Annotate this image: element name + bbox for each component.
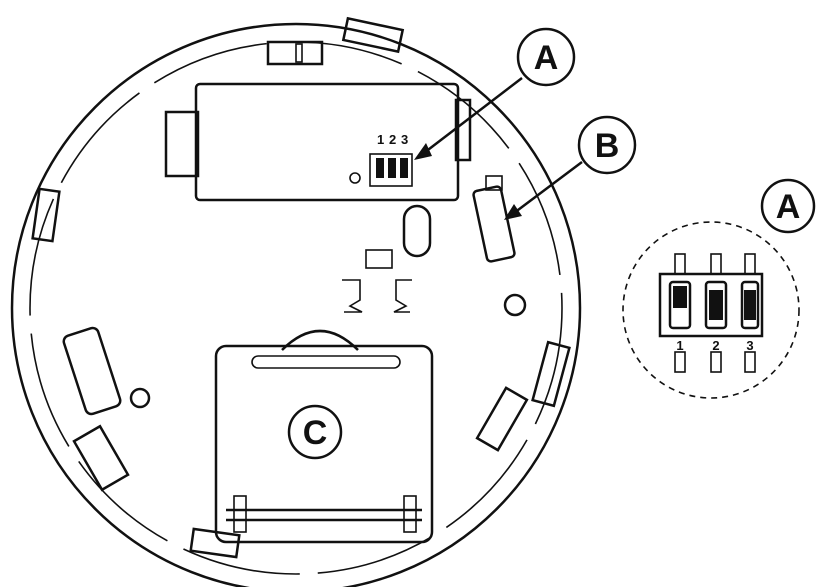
detail-switch-number-2: 2 xyxy=(712,338,719,353)
inner-parts xyxy=(62,204,527,416)
callout-b: B xyxy=(577,115,637,175)
callout-c-label: C xyxy=(303,414,328,452)
switch-number-3: 3 xyxy=(401,132,408,147)
dip-switch-detail: 1 2 3 xyxy=(622,221,800,399)
switch-number-2: 2 xyxy=(389,132,396,147)
detail-switch-number-1: 1 xyxy=(676,338,683,353)
latch-b xyxy=(472,175,516,263)
base-housing xyxy=(10,22,582,587)
dip-switch-small xyxy=(369,153,413,187)
callout-arrows xyxy=(414,77,583,220)
callout-b-label: B xyxy=(595,127,620,165)
callout-a-detail-label: A xyxy=(776,188,801,226)
switch-housing: 1 2 3 xyxy=(164,82,472,202)
detail-switch-number-3: 3 xyxy=(746,338,753,353)
battery-door xyxy=(214,329,434,544)
switch-number-1: 1 xyxy=(377,132,384,147)
callout-c: C xyxy=(287,404,343,460)
callout-a-main: A xyxy=(516,27,576,87)
callout-a-detail: A xyxy=(760,178,816,234)
callout-a-main-label: A xyxy=(534,39,559,77)
